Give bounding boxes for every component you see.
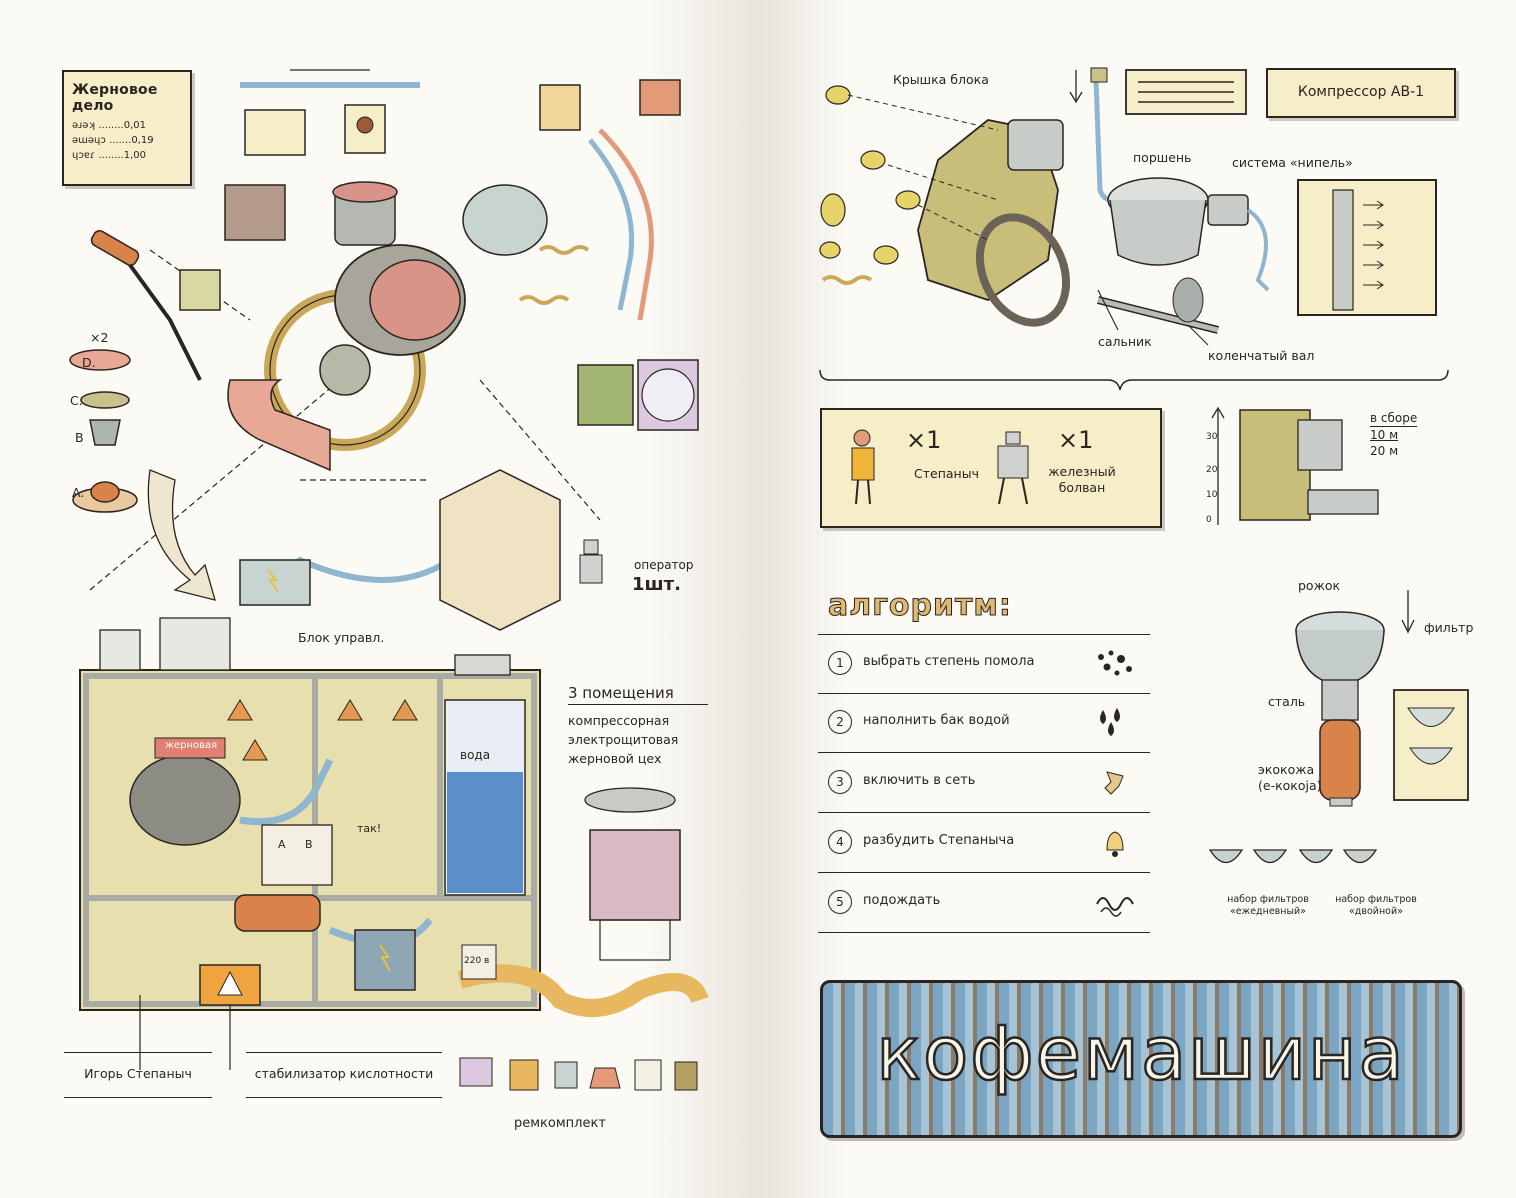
title-card-row: ɥɔɐɾ ........1,00: [72, 150, 147, 161]
step-text: разбудить Степаныча: [863, 833, 1015, 848]
water-tank-label: вода: [460, 748, 491, 762]
stack-letter-c: C.: [70, 393, 83, 408]
step-number: 4: [828, 830, 852, 854]
crew-name-robot: железный болван: [1048, 464, 1116, 495]
label-seal: сальник: [1098, 334, 1152, 349]
label-piston: поршень: [1133, 150, 1192, 165]
step-number: 2: [828, 710, 852, 734]
rooms-title: 3 помещения: [568, 684, 708, 705]
callout-igor-text: Игорь Степаныч: [84, 1066, 192, 1081]
squiggle-icon: [1096, 897, 1134, 917]
crew-mult-stepanych: ×1: [906, 426, 942, 454]
plug-icon: [1104, 771, 1124, 795]
step-text: наполнить бак водой: [863, 713, 1010, 728]
filter-set-daily-line: «ежедневный»: [1230, 906, 1306, 917]
crew-name-stepanych: Степаныч: [914, 466, 979, 481]
filter-set-double: набор фильтров «двойной»: [1326, 894, 1426, 918]
stack-letter-b: B: [75, 430, 84, 445]
algorithm-step: 4 разбудить Степаныча: [818, 814, 1150, 873]
room-item: жерновой цех: [568, 751, 662, 766]
switch-label-a: A: [278, 838, 286, 851]
step-text: включить в сеть: [863, 773, 976, 788]
mill-plate-label: жерновая: [165, 740, 218, 751]
assembly-illustration: [1211, 406, 1379, 525]
algorithm-list: 1 выбрать степень помола 2 наполнить бак…: [758, 634, 1178, 934]
callout-stabilizer-text: стабилизатор кислотности: [254, 1066, 434, 1081]
stack-letter-d: D.: [82, 355, 96, 370]
assembly-label: в сборе: [1370, 411, 1418, 427]
repair-kit-parts: [459, 1057, 698, 1091]
algorithm-step: 2 наполнить бак водой: [818, 694, 1150, 753]
scale-10: 10: [1206, 490, 1218, 500]
bolt-count: ×2: [90, 330, 109, 345]
scale-30: 30: [1206, 432, 1218, 442]
rooms-list: компрессорная электрощитовая жерновой це…: [568, 711, 708, 768]
tak-sign: так!: [357, 822, 382, 835]
title-card: Жерновое дело ǝɹǝʞ ........0,01 ǝɯǝɥɔ ..…: [62, 70, 192, 186]
label-ecoleather-sub: (е-кокоjа): [1258, 778, 1322, 793]
label-block-cover: Крышка блока: [893, 72, 989, 87]
title-card-row: ǝɹǝʞ ........0,01: [72, 120, 146, 131]
filter-set-double-line: набор фильтров: [1335, 894, 1417, 905]
repair-kit-label: ремкомплект: [514, 1116, 606, 1131]
title-card-rows: ǝɹǝʞ ........0,01 ǝɯǝɥɔ .......0,19 ɥɔɐɾ…: [72, 118, 184, 163]
scale-0: 0: [1206, 515, 1212, 525]
crew-figures: [851, 429, 1029, 505]
label-horn: рожок: [1298, 578, 1341, 593]
callout-stabilizer: стабилизатор кислотности: [246, 1052, 442, 1098]
operator-label: оператор: [634, 558, 694, 572]
banner-title: кофемашина: [875, 1010, 1406, 1099]
room-item: компрессорная: [568, 713, 670, 728]
label-ecoleather: экокожа: [1258, 762, 1315, 777]
algorithm-step: 3 включить в сеть: [818, 754, 1150, 813]
filter-set-daily-line: набор фильтров: [1227, 894, 1309, 905]
compressor-illustration: [819, 67, 1449, 391]
algorithm-step: 1 выбрать степень помола: [818, 634, 1150, 694]
label-steel: сталь: [1268, 694, 1306, 709]
algorithm-step: 5 подождать: [818, 874, 1150, 933]
room-item: электрощитовая: [568, 732, 679, 747]
label-nipple-system: система «нипель»: [1232, 155, 1353, 170]
assembly-dim: 20 м: [1370, 444, 1399, 458]
crew-card: ×1 Степаныч ×1 железный болван: [820, 408, 1162, 528]
control-block-label: Блок управл.: [298, 630, 385, 645]
step-text: подождать: [863, 893, 941, 908]
portafilter-illustration: [1208, 590, 1469, 864]
title-card-row: ǝɯǝɥɔ .......0,19: [72, 135, 154, 146]
label-crankshaft: коленчатый вал: [1208, 348, 1315, 363]
operator-count: 1шт.: [632, 574, 681, 595]
step-text: выбрать степень помола: [863, 654, 1035, 669]
algorithm-title: алгоритм:: [828, 588, 1012, 624]
bell-icon: [1106, 831, 1124, 857]
assembly-legend: в сборе 10 м 20 м: [1370, 410, 1418, 459]
voltage-label: 220 в: [464, 956, 490, 966]
exploded-mill-illustration: [69, 69, 699, 631]
step-number: 5: [828, 890, 852, 914]
compressor-title: Компрессор АВ-1: [1297, 84, 1425, 100]
filter-set-daily: набор фильтров «ежедневный»: [1218, 894, 1318, 918]
assembly-dim: 10 м: [1370, 428, 1399, 442]
compressor-title-card: Компрессор АВ-1: [1266, 68, 1456, 118]
step-number: 3: [828, 770, 852, 794]
left-page: Жерновое дело ǝɹǝʞ ........0,01 ǝɯǝɥɔ ..…: [0, 0, 758, 1198]
callout-igor: Игорь Степаныч: [64, 1052, 212, 1098]
drops-icon: [1100, 708, 1120, 736]
crew-mult-robot: ×1: [1058, 426, 1094, 454]
title-card-heading: Жерновое дело: [72, 82, 158, 114]
filter-set-double-line: «двойной»: [1349, 906, 1403, 917]
label-filter: фильтр: [1424, 620, 1474, 635]
machine-cabinet-illustration: [79, 617, 709, 1070]
rooms-legend: 3 помещения компрессорная электрощитовая…: [568, 684, 708, 768]
stack-letter-a: A.: [72, 485, 85, 500]
beans-icon: [1098, 650, 1132, 676]
scale-20: 20: [1206, 465, 1218, 475]
right-page: Компрессор АВ-1 Крышка блока поршень сис…: [758, 0, 1516, 1198]
step-number: 1: [828, 651, 852, 675]
switch-label-b: B: [305, 838, 313, 851]
coffee-machine-banner: кофемашина: [820, 980, 1462, 1138]
